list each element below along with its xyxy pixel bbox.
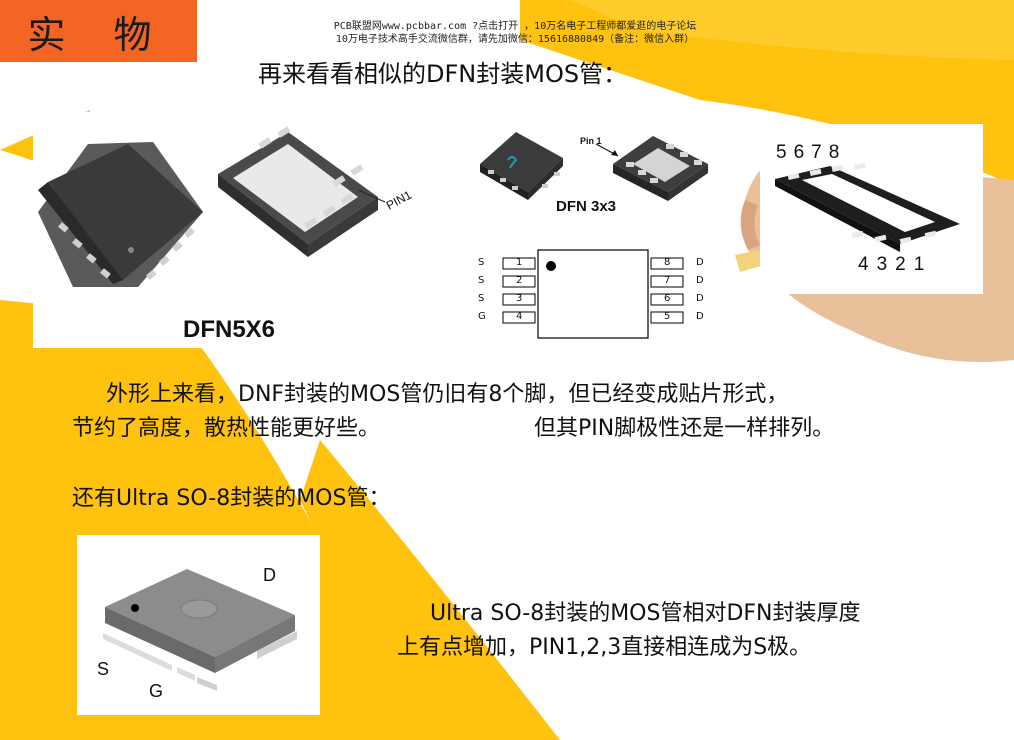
ultra-label-g: G (149, 681, 164, 701)
pin-name-right-6: D (696, 293, 704, 304)
ultra-label-d: D (263, 565, 276, 585)
pin-num-right-8: 8 (664, 257, 671, 268)
dfn5x6-caption: DFN5X6 (183, 316, 276, 343)
pin-number-1: 1 (913, 254, 933, 275)
pin-name-left-3: S (478, 293, 485, 304)
paragraph-line-1: 外形上来看，DNF封装的MOS管仍旧有8个脚，但已经变成贴片形式， (106, 382, 789, 407)
pin-num-right-5: 5 (664, 311, 671, 322)
ultra-desc-line-1: Ultra SO-8封装的MOS管相对DFN封装厚度 (430, 601, 861, 626)
paragraph-line-2b: 但其PIN脚极性还是一样排列。 (534, 416, 835, 441)
pin-name-left-1: S (478, 257, 485, 268)
pin-name-right-7: D (696, 275, 704, 286)
pin-num-left-3: 3 (516, 293, 523, 304)
dfn3x3-caption: DFN 3x3 (556, 198, 616, 215)
watermark: PCB联盟网www.pcbbar.com ?点击打开 ，10万名电子工程师都爱逛… (220, 20, 810, 46)
paragraph-line-2a: 节约了高度，散热性能更好些。 (72, 416, 381, 441)
pin-number-2: 2 (895, 254, 914, 275)
pin-number-7: 7 (811, 142, 829, 163)
pin-num-left-2: 2 (516, 275, 523, 286)
ultra-desc-line-2: 上有点增加，PIN1,2,3直接相连成为S极。 (397, 635, 812, 660)
dfn5x6-illustration: PIN1 (38, 126, 414, 287)
pin-name-right-8: D (696, 257, 704, 268)
pin-number-4: 4 (858, 254, 877, 275)
pin-name-left-2: S (478, 275, 485, 286)
pin-number-5: 5 (776, 142, 794, 163)
section-heading: 再来看看相似的DFN封装MOS管： (258, 60, 628, 88)
watermark-line-2: 10万电子技术高手交流微信群，请先加微信：15616880849（备注：微信入群… (335, 34, 695, 45)
dfn3x3-chip-top-view (480, 132, 563, 200)
dfn3x3-pin1-label: Pin 1 (580, 136, 602, 146)
pin-number-8: 8 (828, 142, 847, 163)
pin1-dot (546, 261, 556, 271)
dfn5x6-chip-top-view (38, 142, 203, 287)
pin-number-6: 6 (793, 142, 812, 163)
slide-title: 实 物 (0, 0, 197, 62)
pin-num-right-6: 6 (664, 293, 671, 304)
ultra-so8-image-panel: D S G (77, 535, 320, 715)
pin-num-left-1: 1 (516, 257, 523, 268)
watermark-line-1: PCB联盟网www.pcbbar.com ?点击打开 ，10万名电子工程师都爱逛… (333, 21, 697, 32)
bottom-view-top-numbers: 5678 (776, 142, 846, 164)
dfn3x3-image-panel: Pin 1 DFN 3x3 S S S G 1 2 3 4 8 7 6 5 D … (468, 126, 740, 344)
dfn5x6-chip-bottom-view (218, 126, 386, 257)
dfn5x6-image-panel: PIN1 DFN5X6 (33, 112, 433, 348)
dfn3x3-pinout-body (537, 249, 649, 339)
dfn-bottom-view-illustration (775, 162, 960, 252)
ultra-label-s: S (97, 659, 110, 679)
dfn3x3-chip-bottom-view (595, 136, 708, 201)
pin-number-3: 3 (876, 254, 896, 275)
bottom-view-bottom-numbers: 4321 (858, 254, 932, 276)
ultra-so8-illustration (103, 569, 297, 691)
pin-num-right-7: 7 (664, 275, 671, 286)
dfn3x3-illustration: Pin 1 DFN 3x3 (480, 132, 708, 339)
ultra-heading: 还有Ultra SO-8封装的MOS管： (72, 486, 391, 511)
yellow-band-bottom (300, 440, 560, 740)
pin1-dot (131, 604, 139, 612)
dfn5x6-pin1-label: PIN1 (384, 188, 414, 213)
pin-name-left-4: G (478, 311, 486, 322)
pin-num-left-4: 4 (516, 311, 523, 322)
dfn-bottom-view-panel: 5678 4321 (760, 124, 983, 294)
pin-name-right-5: D (696, 311, 704, 322)
